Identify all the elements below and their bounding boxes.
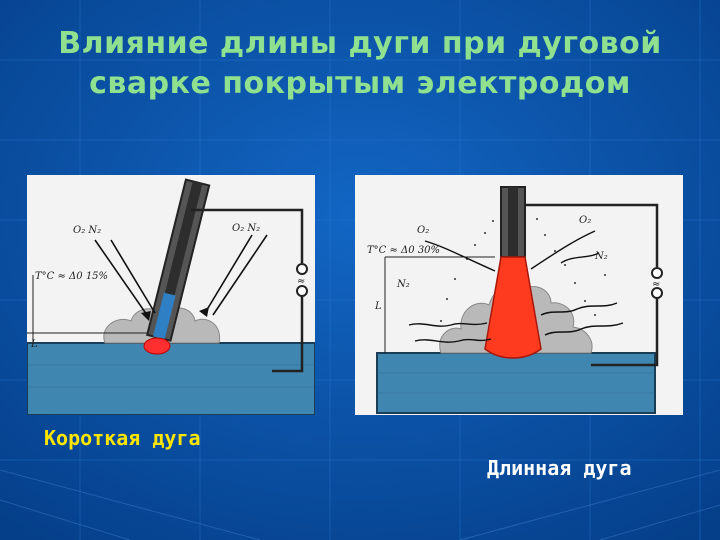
- short-arc-diagram: ≈ T°C ≈ Δ0 15% L O₂ N₂ O₂ N₂: [27, 175, 315, 415]
- label-n2-left: N₂: [396, 279, 410, 290]
- label-gas-left: O₂ N₂: [73, 225, 101, 236]
- source-terminal-top: [651, 267, 663, 279]
- label-temperature: T°C ≈ Δ0 30%: [367, 245, 440, 256]
- source-terminal-top: [296, 263, 308, 275]
- source-symbol: ≈: [652, 279, 660, 290]
- circuit-wire: [191, 208, 304, 373]
- workpiece: [27, 342, 315, 415]
- title-line-1: Влияние длины дуги при дуговой: [58, 26, 662, 61]
- label-gas-right: O₂ N₂: [232, 223, 260, 234]
- long-arc-caption: Длинная дуга: [487, 456, 632, 480]
- source-symbol: ≈: [297, 276, 305, 287]
- short-arc-caption: Короткая дуга: [44, 426, 201, 450]
- long-arc-diagram: ≈ T°C ≈ Δ0 30% L O₂ O₂ N₂ N₂: [355, 175, 683, 415]
- electrode: [146, 178, 211, 342]
- label-length: L: [374, 301, 382, 312]
- electrode: [500, 186, 526, 258]
- source-terminal-bottom: [651, 287, 663, 299]
- workpiece: [376, 352, 656, 414]
- source-terminal-bottom: [296, 285, 308, 297]
- label-gas-top-left: O₂: [417, 225, 429, 236]
- label-n2-right: N₂: [594, 251, 608, 262]
- label-length: L: [30, 339, 38, 350]
- arc-flame: [143, 337, 171, 355]
- label-temperature: T°C ≈ Δ0 15%: [35, 271, 108, 282]
- arc-flame: [484, 256, 542, 359]
- gas-dots: [440, 218, 606, 322]
- title-line-2: сварке покрытым электродом: [89, 66, 631, 101]
- slide-title: Влияние длины дуги при дуговой сварке по…: [20, 24, 700, 104]
- label-gas-top-right: O₂: [579, 215, 591, 226]
- circuit-wire: [525, 203, 659, 367]
